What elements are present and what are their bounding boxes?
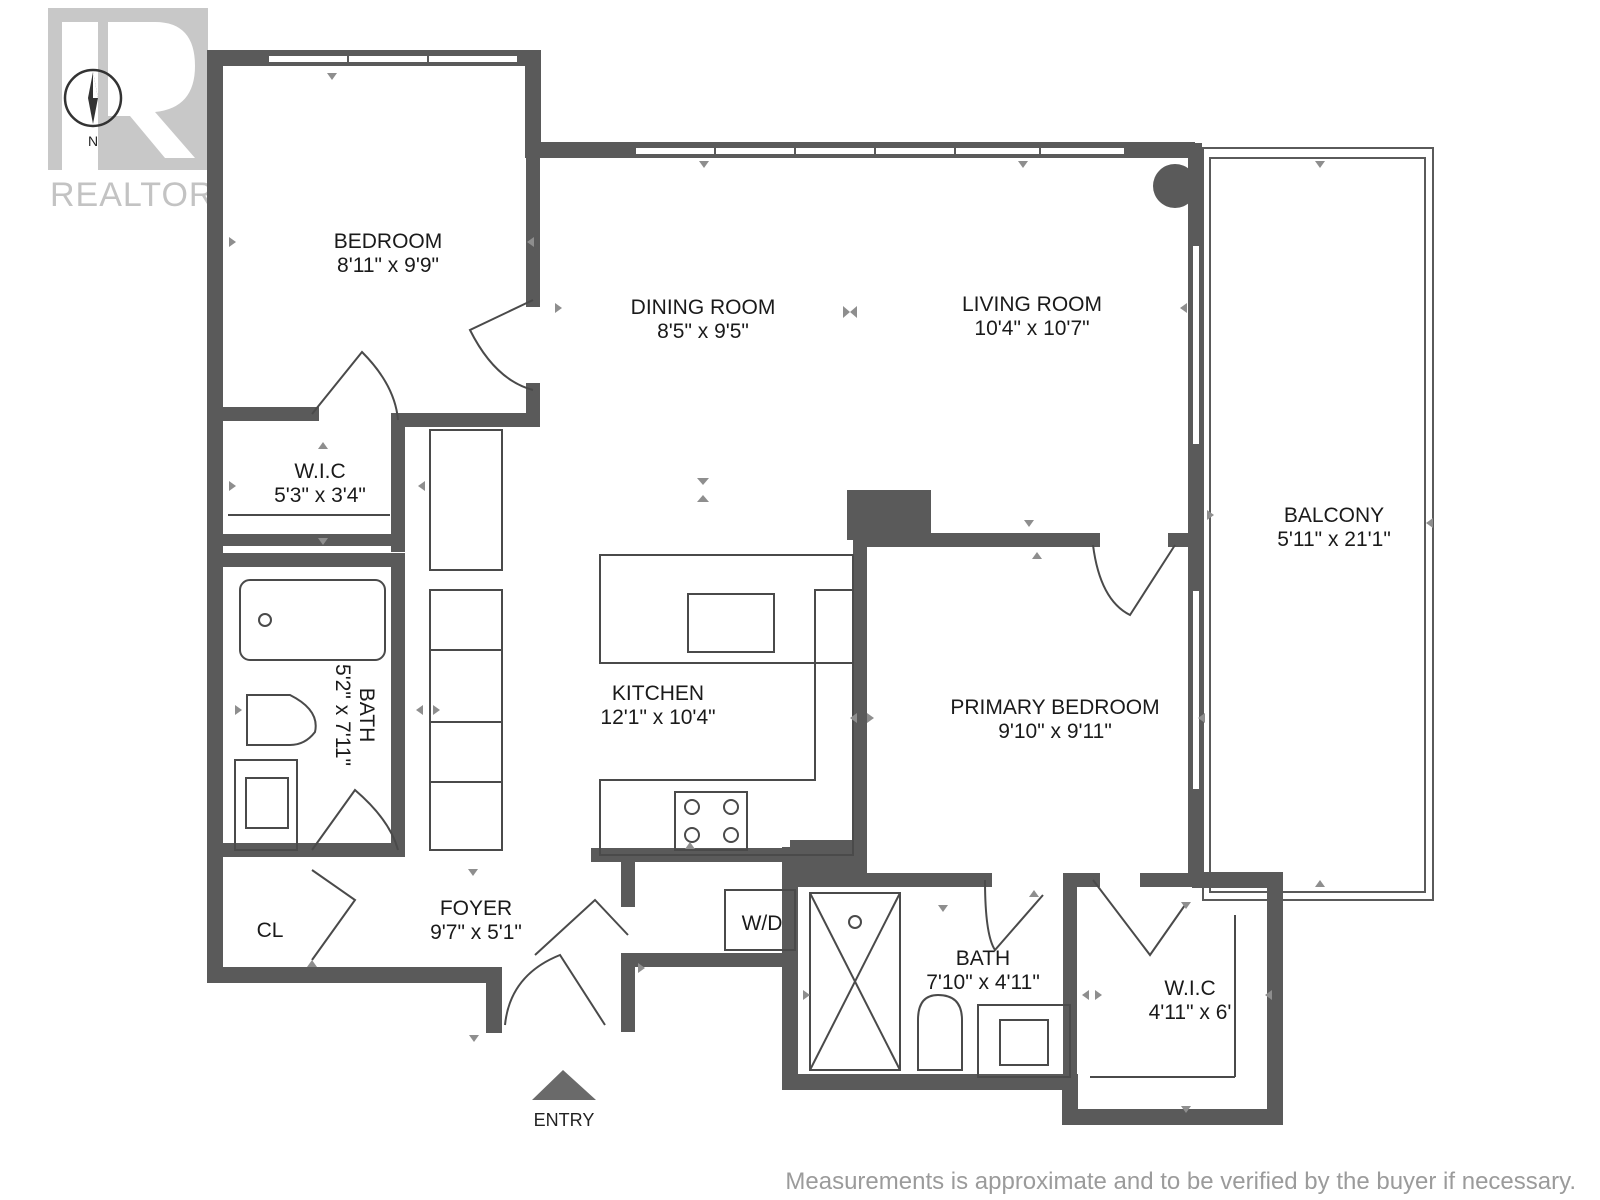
kitchen-dim: 12'1" x 10'4" [600,706,715,729]
closet-name: CL [257,919,284,942]
wic2-dim: 4'11" x 6' [1149,1001,1232,1024]
balcony-name: BALCONY [1284,504,1384,527]
doors [311,299,1186,1026]
bath1-label-group: BATH 5'2" x 7'11" [331,664,378,766]
dining-room-dim: 8'5" x 9'5" [657,320,749,343]
entry-label: ENTRY [534,1110,595,1130]
bath2-dim: 7'10" x 4'11" [926,971,1040,994]
foyer-name: FOYER [440,897,512,920]
entry-arrow-icon [532,1070,596,1100]
bath2-name: BATH [956,947,1010,970]
walls [207,50,1283,1125]
wic1-dim: 5'3" x 3'4" [274,484,366,507]
disclaimer-text: Measurements is approximate and to be ve… [785,1168,1576,1195]
balcony-dim: 5'11" x 21'1" [1277,528,1391,551]
bath1-dim: 5'2" x 7'11" [331,664,354,766]
windows [267,54,1201,791]
living-room-name: LIVING ROOM [962,293,1102,316]
dimension-markers [229,73,1433,1113]
bath1-name: BATH [355,688,378,742]
wic1-name: W.I.C [294,460,345,483]
fixtures [228,429,1236,1078]
living-room-dim: 10'4" x 10'7" [974,317,1089,340]
kitchen-name: KITCHEN [612,682,704,705]
compass-north-label: N [88,133,98,149]
foyer-dim: 9'7" x 5'1" [430,921,522,944]
washer-dryer-label: W/D [742,912,783,935]
realtor-logo-text: REALTOR [50,176,214,214]
primary-bedroom-name: PRIMARY BEDROOM [950,696,1159,719]
bedroom-name: BEDROOM [334,230,443,253]
wic2-name: W.I.C [1164,977,1215,1000]
bedroom-dim: 8'11" x 9'9" [337,254,439,277]
compass-icon: N [63,68,123,149]
realtor-logo: REALTOR ® [0,8,219,220]
dining-room-name: DINING ROOM [631,296,776,319]
primary-bedroom-dim: 9'10" x 9'11" [998,720,1112,743]
